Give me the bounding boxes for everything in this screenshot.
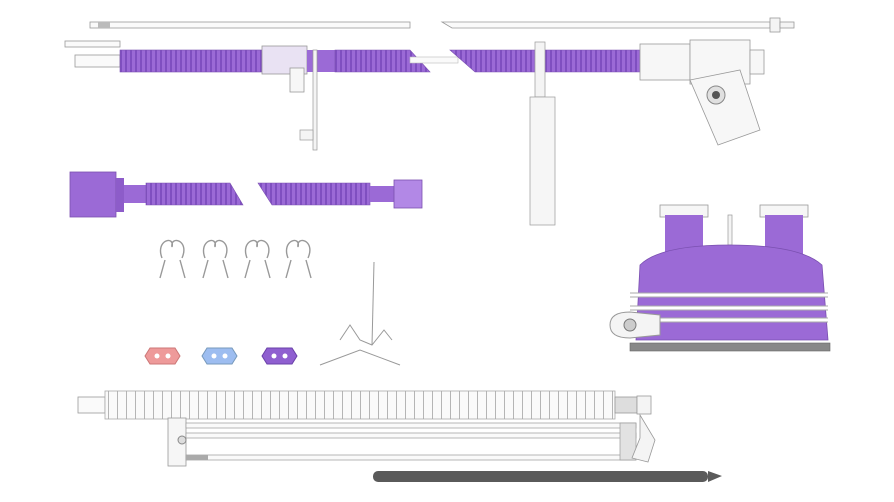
blue-connector bbox=[201, 347, 238, 365]
tube-clip-4 bbox=[285, 239, 312, 279]
tube-holder-stand bbox=[319, 261, 401, 366]
tube-clip-2 bbox=[202, 239, 229, 279]
heater-wire-tubes bbox=[167, 413, 656, 467]
top-thin-tube-left bbox=[89, 21, 411, 29]
top-thin-tube-right bbox=[440, 17, 795, 33]
strap-tip bbox=[708, 471, 722, 482]
top-corrugated-tube bbox=[64, 40, 641, 93]
humidifier-chamber bbox=[609, 204, 831, 352]
vertical-probe-center bbox=[529, 41, 556, 226]
purple-connector bbox=[261, 347, 298, 365]
pink-connector bbox=[144, 347, 181, 365]
vertical-probe-left bbox=[299, 49, 318, 151]
dark-strap bbox=[373, 471, 708, 482]
white-corrugated-tube bbox=[77, 390, 652, 420]
wye-connector bbox=[639, 39, 765, 146]
purple-corrugated-tube bbox=[69, 171, 423, 218]
tube-clip-3 bbox=[244, 239, 271, 279]
tube-clip-1 bbox=[159, 239, 186, 279]
